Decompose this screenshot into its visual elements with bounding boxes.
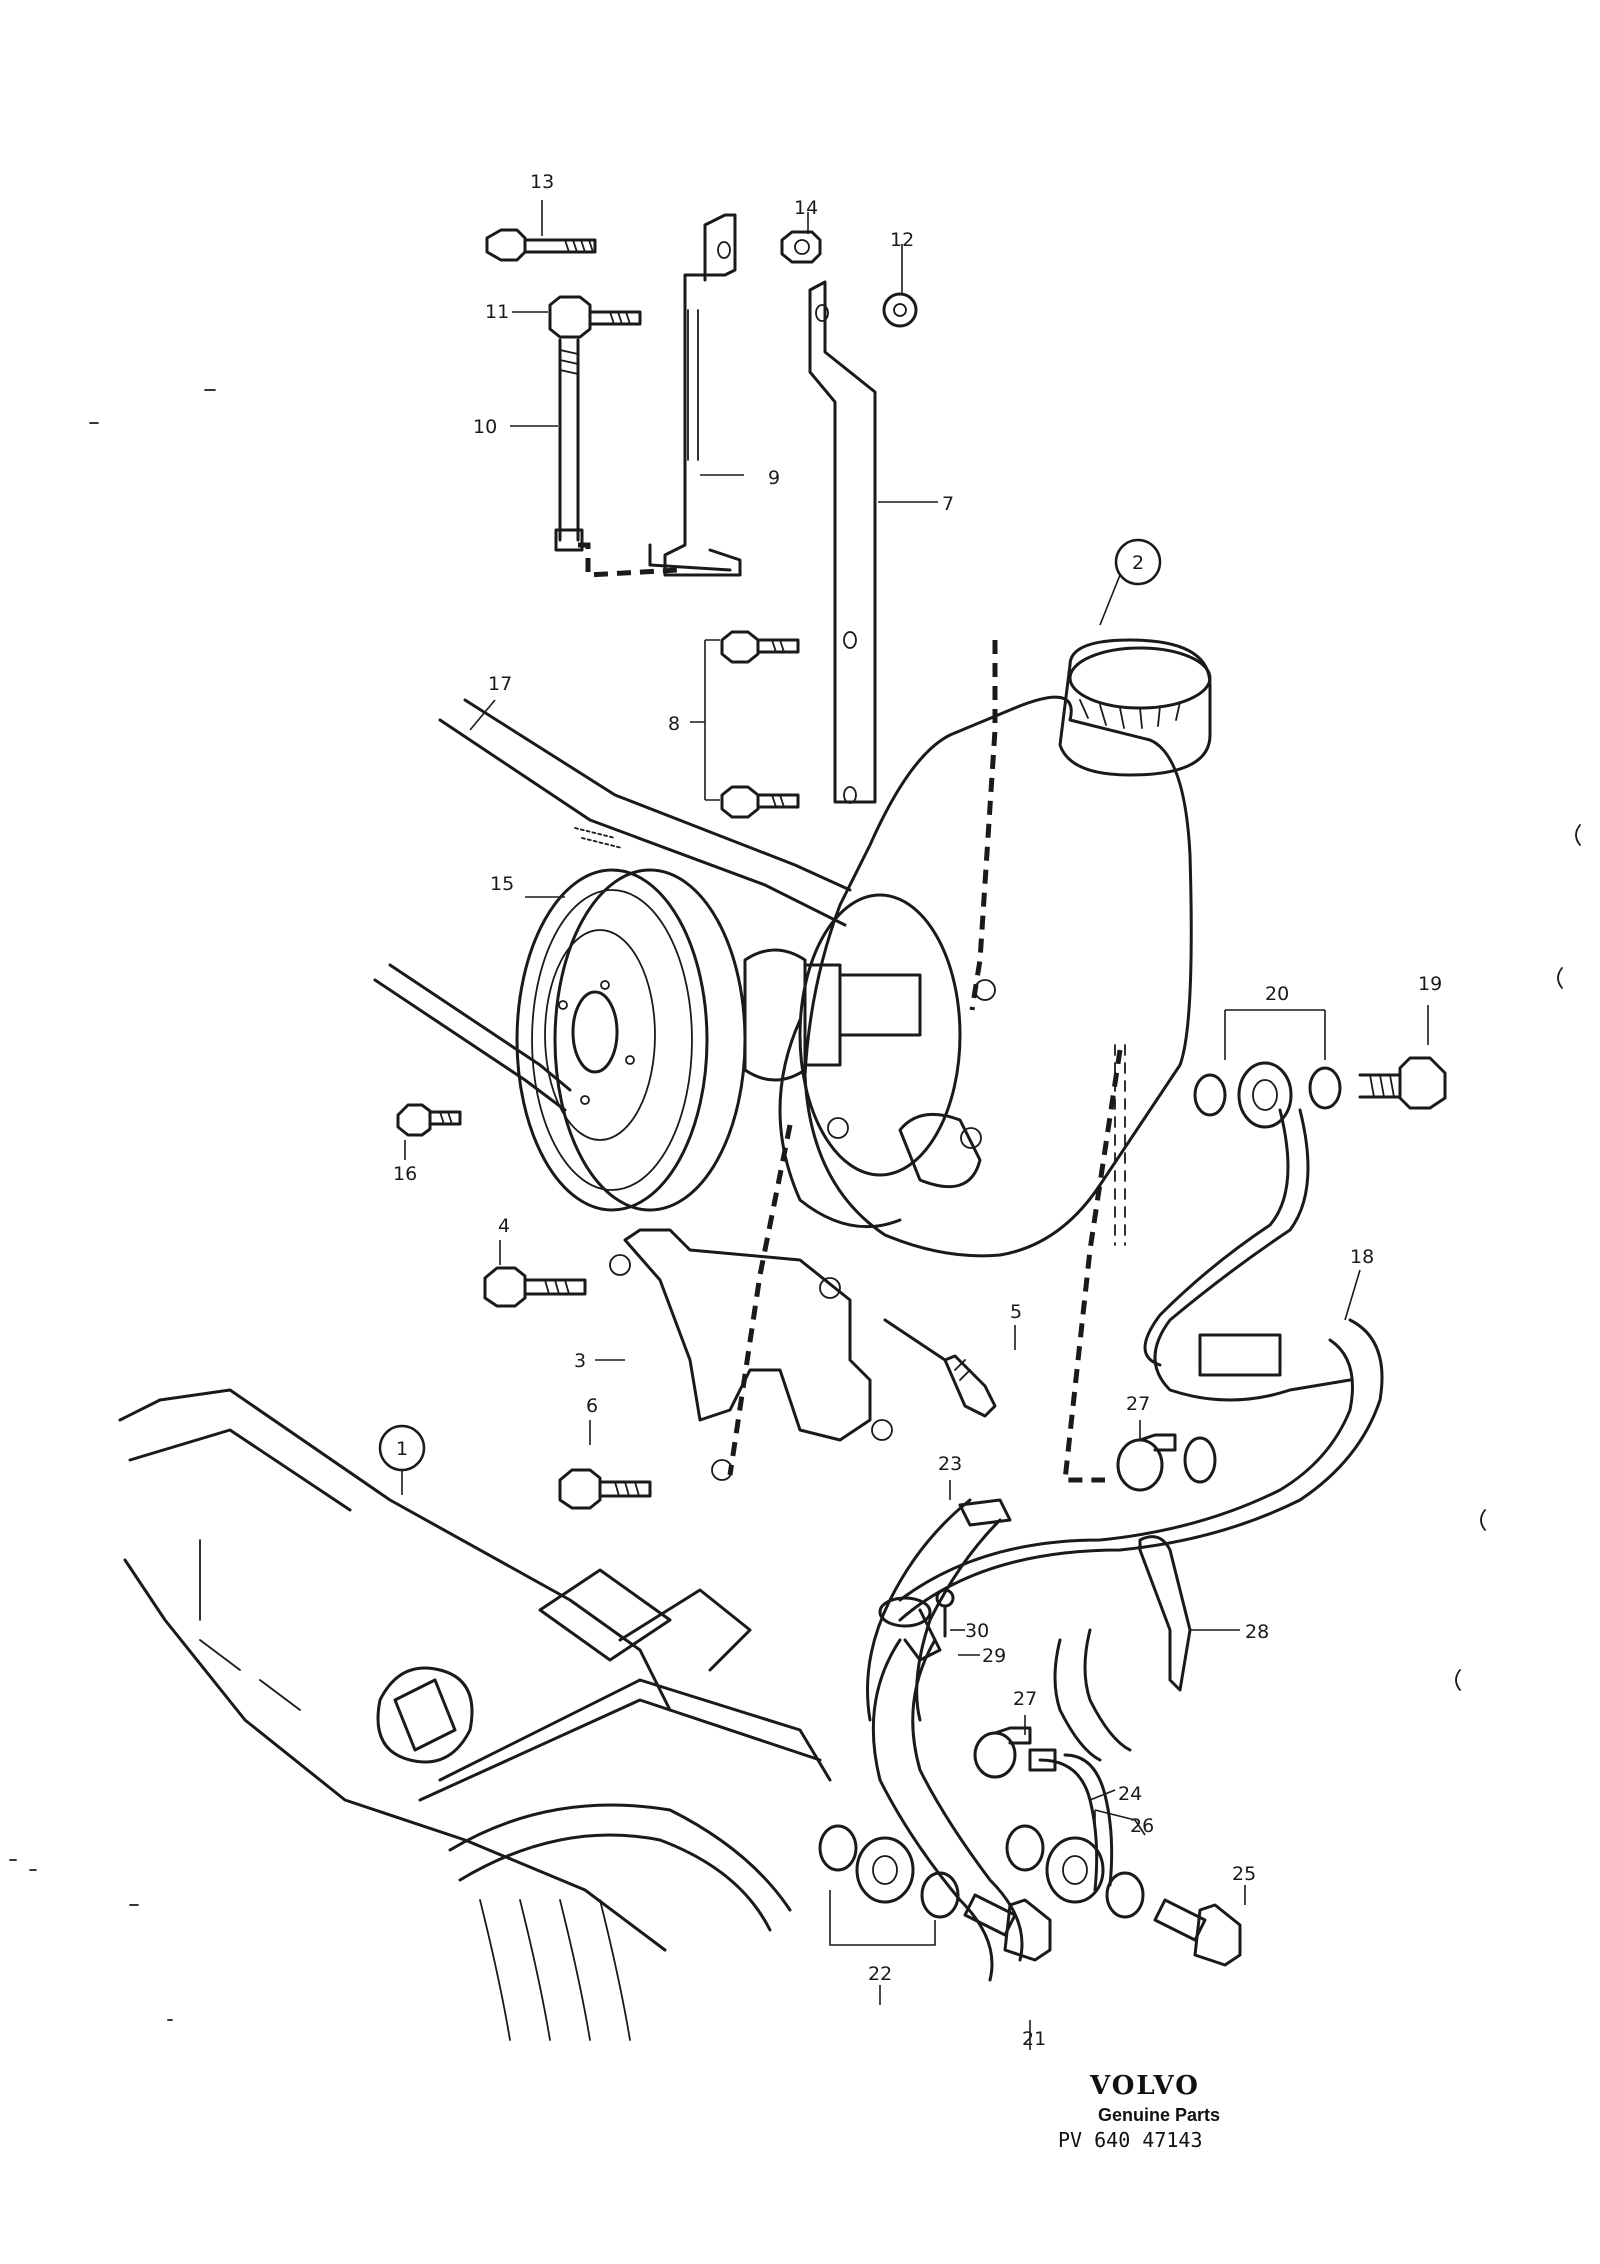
label-16: 16 <box>393 1163 417 1185</box>
steering-gear-1 <box>118 1388 832 2041</box>
label-30: 30 <box>965 1620 989 1642</box>
bolt-6 <box>558 1468 652 1510</box>
volvo-logo-text: VOLVO <box>1089 2071 1200 2101</box>
label-12: 12 <box>890 229 914 251</box>
label-13: 13 <box>530 171 554 193</box>
label-27-upper: 27 <box>1126 1393 1150 1415</box>
label-25: 25 <box>1232 1863 1256 1885</box>
diagram-code: PV 640 47143 <box>1058 2128 1203 2152</box>
label-22: 22 <box>868 1963 892 1985</box>
clamp-27-upper <box>1116 1433 1217 1492</box>
drive-belt-17 <box>373 698 852 1112</box>
pipe-23 <box>866 1498 1012 1722</box>
label-23: 23 <box>938 1453 962 1475</box>
fitting-19-20 <box>1193 1056 1447 1129</box>
label-20: 20 <box>1265 983 1289 1005</box>
nut-14 <box>780 230 822 264</box>
label-10: 10 <box>473 416 497 438</box>
brand-block: VOLVO Genuine Parts PV 640 47143 <box>1058 2071 1220 2152</box>
label-28: 28 <box>1245 1621 1269 1643</box>
label-18: 18 <box>1350 1246 1374 1268</box>
label-29: 29 <box>982 1645 1006 1667</box>
hose-18 <box>898 1108 1384 1622</box>
fitting-21-22 <box>818 1824 1052 1962</box>
callout-1-text: 1 <box>396 1438 408 1460</box>
leader-lines <box>404 200 1429 2050</box>
label-24: 24 <box>1118 1783 1142 1805</box>
bolt-13 <box>485 228 597 262</box>
pulley-15 <box>515 868 747 1212</box>
label-7: 7 <box>942 493 954 515</box>
clamp-27-lower <box>973 1726 1032 1779</box>
callout-2: 2 <box>1114 538 1162 586</box>
clamp-28 <box>1138 1535 1192 1692</box>
bolts-8 <box>720 630 800 819</box>
label-15: 15 <box>490 873 514 895</box>
label-17: 17 <box>488 673 512 695</box>
bolt-16 <box>396 1103 462 1137</box>
label-9: 9 <box>768 467 780 489</box>
callout-2-text: 2 <box>1132 552 1144 574</box>
fitting-25-26 <box>1005 1824 1242 1967</box>
bolt-5 <box>883 1318 997 1418</box>
bracket-7 <box>808 280 877 804</box>
label-5: 5 <box>1010 1301 1022 1323</box>
hose-24 <box>1028 1748 1114 1892</box>
part-labels: 13 14 12 11 10 9 7 8 17 15 16 4 3 5 6 20… <box>393 171 1442 2050</box>
label-14: 14 <box>794 197 818 219</box>
genuine-parts-text: Genuine Parts <box>1098 2105 1220 2125</box>
bracket-9 <box>648 213 742 577</box>
power-steering-pump-2 <box>743 638 1212 1258</box>
label-6: 6 <box>586 1395 598 1417</box>
label-21: 21 <box>1022 2028 1046 2050</box>
label-19: 19 <box>1418 973 1442 995</box>
label-26: 26 <box>1130 1815 1154 1837</box>
clamp-30-29 <box>878 1588 955 1662</box>
label-11: 11 <box>485 301 509 323</box>
nut-12 <box>882 292 918 328</box>
bolt-4 <box>483 1266 587 1308</box>
bolt-10 <box>554 338 584 552</box>
label-8: 8 <box>668 713 680 735</box>
label-4: 4 <box>498 1215 510 1237</box>
mount-bracket-3 <box>609 1228 893 1481</box>
label-27-lower: 27 <box>1013 1688 1037 1710</box>
label-3: 3 <box>574 1350 586 1372</box>
margin-marks <box>9 389 1581 2021</box>
bolt-11 <box>548 295 642 339</box>
callout-1: 1 <box>378 1424 426 1495</box>
